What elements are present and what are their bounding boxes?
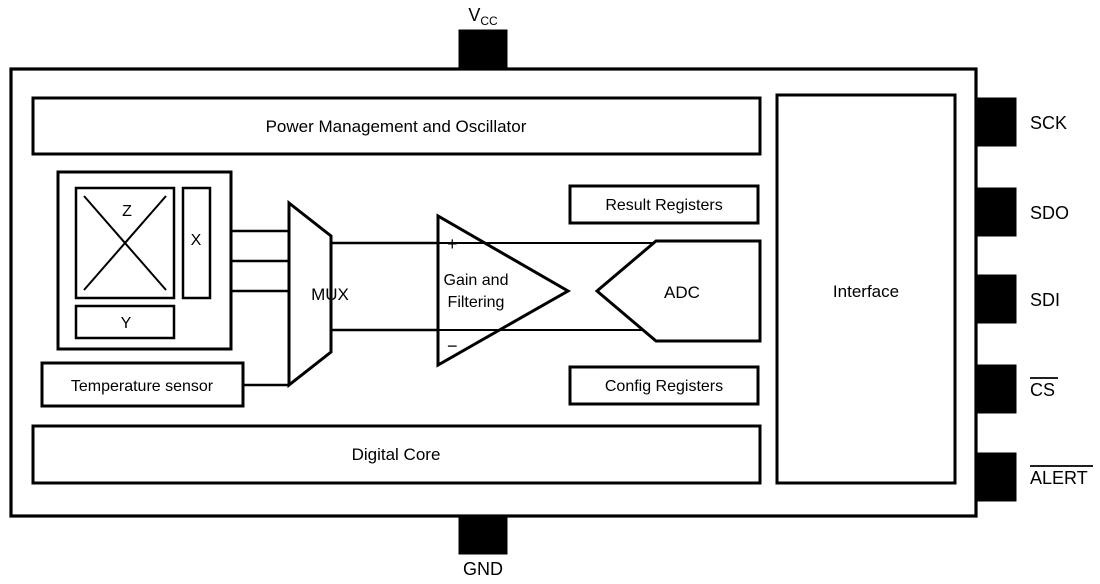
sensor-x-box[interactable] <box>181 186 212 300</box>
sensor-y-label: Y <box>121 315 132 332</box>
pin-gnd[interactable] <box>458 511 508 555</box>
block-digital-core-label: Digital Core <box>352 445 441 464</box>
pin-label-sck: SCK <box>1030 113 1067 133</box>
pin-label-gnd: GND <box>463 559 503 579</box>
block-gain-label-line1: Gain and <box>444 272 509 289</box>
gain-minus-input-label: − <box>447 336 458 356</box>
block-result-registers[interactable] <box>568 184 760 225</box>
block-interface-label: Interface <box>833 282 899 301</box>
pin-alert[interactable] <box>975 452 1017 502</box>
block-mux[interactable] <box>287 199 333 389</box>
block-interface[interactable] <box>775 93 957 485</box>
pin-sck[interactable] <box>975 97 1017 147</box>
block-adc[interactable] <box>594 239 762 343</box>
sensor-z-label: Z <box>122 203 132 220</box>
block-gain-label-line2: Filtering <box>448 294 505 311</box>
pin-cs[interactable] <box>975 364 1017 414</box>
pin-label-sdi: SDI <box>1030 290 1060 310</box>
pin-sdi[interactable] <box>975 274 1017 324</box>
block-config-registers-label: Config Registers <box>605 378 723 395</box>
pin-label-sdo: SDO <box>1030 203 1069 223</box>
sensor-y-box[interactable] <box>74 304 176 340</box>
pin-vcc[interactable] <box>458 29 508 73</box>
block-temperature-sensor-label: Temperature sensor <box>71 378 214 395</box>
pin-sdo[interactable] <box>975 187 1017 237</box>
block-adc-label: ADC <box>664 283 700 302</box>
block-power-management[interactable] <box>31 96 762 156</box>
sensor-z-cross-line-2 <box>83 195 167 291</box>
sensor-x-label: X <box>191 232 202 249</box>
pin-label-vcc: VCC <box>468 5 498 28</box>
block-digital-core[interactable] <box>31 424 762 485</box>
block-result-registers-label: Result Registers <box>605 197 722 214</box>
pin-label-alert: ALERT <box>1030 468 1088 488</box>
block-config-registers[interactable] <box>568 365 760 406</box>
pin-label-cs: CS <box>1030 380 1055 400</box>
block-gain-filtering[interactable] <box>436 213 572 368</box>
block-power-management-label: Power Management and Oscillator <box>266 117 527 136</box>
